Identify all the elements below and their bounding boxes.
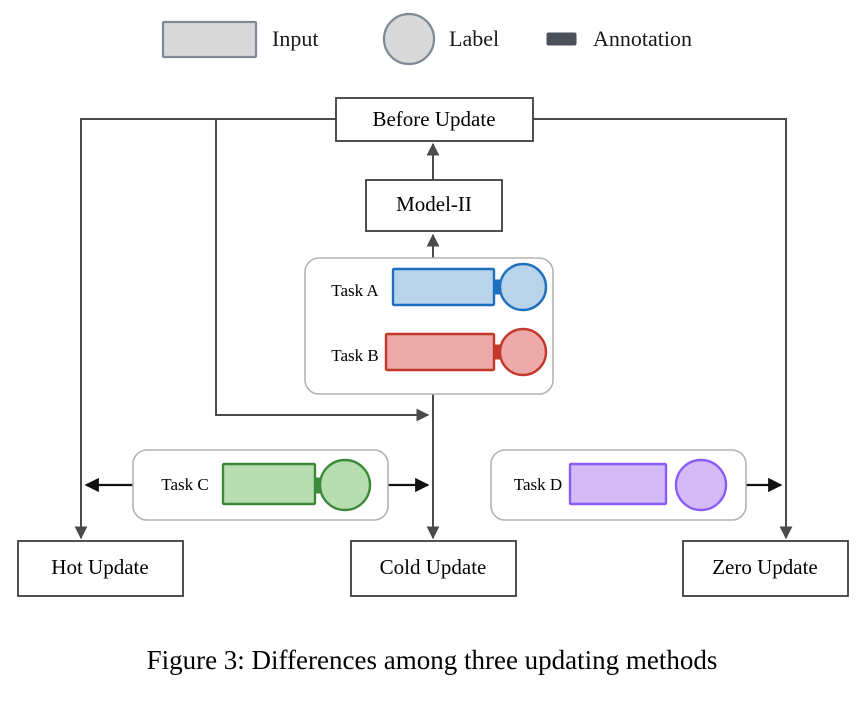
cold-update-box[interactable] [350, 540, 517, 597]
legend-label-label: Label [449, 26, 499, 51]
model-box[interactable] [365, 179, 503, 232]
edge-before-to-zero [533, 118, 793, 540]
rectangle-swatch-icon [161, 20, 258, 59]
task-a-label: Task A [331, 281, 379, 300]
task-a-group[interactable]: Task A [331, 262, 548, 312]
legend-label-annotation: Annotation [593, 26, 692, 51]
legend: Input Label Annotation [161, 12, 692, 66]
task-b-group[interactable]: Task B [331, 327, 548, 377]
task-d-group[interactable]: Task D [514, 458, 728, 512]
node-model[interactable]: Model-II [365, 179, 503, 232]
task-panel-upper[interactable]: Task A Task B [304, 257, 554, 395]
hot-update-box[interactable] [17, 540, 184, 597]
node-hot-update[interactable]: Hot Update [17, 540, 184, 597]
task-c-input-icon [221, 462, 317, 506]
hot-update-label: Hot Update [51, 555, 148, 579]
before-update-box[interactable] [335, 97, 534, 142]
zero-update-box[interactable] [682, 540, 849, 597]
figure-caption: Figure 3: Differences among three updati… [147, 645, 718, 675]
model-label: Model-II [396, 192, 472, 216]
node-before-update[interactable]: Before Update [335, 97, 534, 142]
edge-before-to-cold-branch [215, 119, 430, 422]
task-c-label-icon [318, 458, 372, 512]
cold-update-label: Cold Update [380, 555, 487, 579]
task-b-label: Task B [331, 346, 378, 365]
node-cold-update[interactable]: Cold Update [350, 540, 517, 597]
task-d-input-icon [568, 462, 668, 506]
task-c-label: Task C [161, 475, 208, 494]
task-d-label: Task D [514, 475, 562, 494]
before-update-label: Before Update [372, 107, 495, 131]
legend-label-input: Input [272, 26, 318, 51]
zero-update-label: Zero Update [712, 555, 818, 579]
task-panel-lower-left[interactable]: Task C [132, 449, 389, 521]
connector-lines [74, 118, 793, 540]
task-d-label-icon [674, 458, 728, 512]
task-b-input-icon [384, 332, 496, 372]
bar-swatch-icon [546, 32, 577, 46]
task-c-group[interactable]: Task C [161, 458, 372, 512]
circle-swatch-icon [382, 12, 436, 66]
edge-before-to-hot [74, 118, 336, 540]
task-a-label-icon [498, 262, 548, 312]
node-zero-update[interactable]: Zero Update [682, 540, 849, 597]
task-a-input-icon [391, 267, 496, 307]
task-b-label-icon [498, 327, 548, 377]
task-panel-lower-right[interactable]: Task D [490, 449, 747, 521]
